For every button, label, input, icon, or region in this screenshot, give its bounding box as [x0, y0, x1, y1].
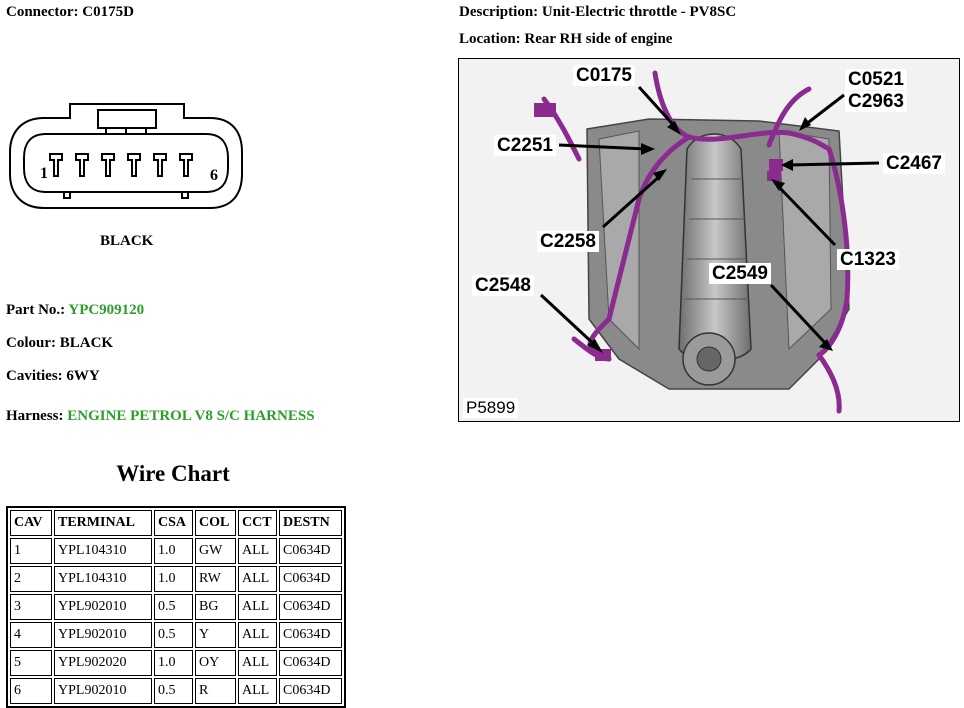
part-number-line: Part No.: YPC909120	[6, 302, 144, 319]
harness-label: Harness:	[6, 408, 64, 424]
cell-cav: 1	[10, 538, 52, 564]
table-row: 3 YPL902010 0.5 BG ALL C0634D	[10, 594, 342, 620]
description-line: Description: Unit-Electric throttle - PV…	[459, 4, 736, 21]
table-row: 6 YPL902010 0.5 R ALL C0634D	[10, 678, 342, 704]
cell-csa: 0.5	[154, 594, 193, 620]
callout-c0521: C0521	[845, 69, 907, 90]
cell-terminal: YPL902020	[54, 650, 152, 676]
header-col: COL	[195, 510, 236, 536]
cell-csa: 0.5	[154, 678, 193, 704]
cell-destn: C0634D	[279, 594, 342, 620]
colour-label: Colour:	[6, 335, 56, 351]
table-row: 2 YPL104310 1.0 RW ALL C0634D	[10, 566, 342, 592]
cell-csa: 0.5	[154, 622, 193, 648]
cell-col: Y	[195, 622, 236, 648]
cell-terminal: YPL104310	[54, 538, 152, 564]
harness-value: ENGINE PETROL V8 S/C HARNESS	[67, 408, 315, 424]
callout-c2963: C2963	[845, 91, 907, 112]
colour-line: Colour: BLACK	[6, 335, 113, 352]
cell-destn: C0634D	[279, 678, 342, 704]
cavities-label: Cavities:	[6, 368, 63, 384]
cell-destn: C0634D	[279, 566, 342, 592]
harness-line: Harness: ENGINE PETROL V8 S/C HARNESS	[6, 408, 315, 425]
connector-colour-caption: BLACK	[100, 233, 154, 249]
wire-chart-table: CAV TERMINAL CSA COL CCT DESTN 1 YPL1043…	[6, 506, 346, 708]
connector-label: Connector:	[6, 4, 79, 20]
cell-csa: 1.0	[154, 538, 193, 564]
cell-terminal: YPL104310	[54, 566, 152, 592]
callout-c2258: C2258	[537, 231, 599, 252]
cell-destn: C0634D	[279, 622, 342, 648]
callout-c2467: C2467	[883, 153, 945, 174]
header-cct: CCT	[238, 510, 277, 536]
cell-cct: ALL	[238, 650, 277, 676]
cell-cav: 5	[10, 650, 52, 676]
callout-c1323: C1323	[837, 249, 899, 270]
callout-c0175: C0175	[573, 65, 635, 86]
cell-cct: ALL	[238, 594, 277, 620]
description-label: Description:	[459, 4, 539, 20]
header-cav: CAV	[10, 510, 52, 536]
callout-c2549: C2549	[709, 263, 771, 284]
cell-col: GW	[195, 538, 236, 564]
table-row: 1 YPL104310 1.0 GW ALL C0634D	[10, 538, 342, 564]
part-number-label: Part No.:	[6, 302, 66, 318]
connector-face-drawing: 1 6 BLACK	[9, 103, 243, 249]
cavities-value: 6WY	[66, 368, 100, 384]
cavities-line: Cavities: 6WY	[6, 368, 100, 385]
cell-csa: 1.0	[154, 650, 193, 676]
description-value: Unit-Electric throttle - PV8SC	[541, 4, 737, 20]
cell-cct: ALL	[238, 538, 277, 564]
location-value: Rear RH side of engine	[524, 31, 673, 47]
cell-csa: 1.0	[154, 566, 193, 592]
connector-line: Connector: C0175D	[6, 4, 134, 21]
part-number-value: YPC909120	[68, 302, 145, 318]
cell-col: BG	[195, 594, 236, 620]
cell-destn: C0634D	[279, 538, 342, 564]
cell-cct: ALL	[238, 622, 277, 648]
engine-illustration	[534, 70, 880, 414]
cell-col: OY	[195, 650, 236, 676]
location-label: Location:	[459, 31, 521, 47]
cell-terminal: YPL902010	[54, 594, 152, 620]
cell-terminal: YPL902010	[54, 678, 152, 704]
header-terminal: TERMINAL	[54, 510, 152, 536]
callout-c2251: C2251	[494, 135, 556, 156]
cell-col: RW	[195, 566, 236, 592]
cell-cav: 4	[10, 622, 52, 648]
header-csa: CSA	[154, 510, 193, 536]
cell-cav: 2	[10, 566, 52, 592]
table-row: 5 YPL902020 1.0 OY ALL C0634D	[10, 650, 342, 676]
connector-value: C0175D	[82, 4, 134, 20]
wire-chart-title: Wire Chart	[116, 461, 230, 486]
colour-value: BLACK	[59, 335, 114, 351]
cell-cct: ALL	[238, 566, 277, 592]
location-line: Location: Rear RH side of engine	[459, 31, 672, 48]
cell-destn: C0634D	[279, 650, 342, 676]
pin-6-number: 6	[210, 167, 218, 184]
pin-1-number: 1	[40, 165, 48, 182]
header-destn: DESTN	[279, 510, 342, 536]
wire-chart-header-row: CAV TERMINAL CSA COL CCT DESTN	[10, 510, 342, 536]
cell-cav: 6	[10, 678, 52, 704]
cell-col: R	[195, 678, 236, 704]
callout-c2548: C2548	[472, 275, 534, 296]
cell-cct: ALL	[238, 678, 277, 704]
cell-terminal: YPL902010	[54, 622, 152, 648]
engine-location-figure: C0175 C0521 C2963 C2251 C2467 C2258 C132…	[458, 58, 960, 422]
table-row: 4 YPL902010 0.5 Y ALL C0634D	[10, 622, 342, 648]
cell-cav: 3	[10, 594, 52, 620]
figure-id: P5899	[463, 398, 519, 418]
